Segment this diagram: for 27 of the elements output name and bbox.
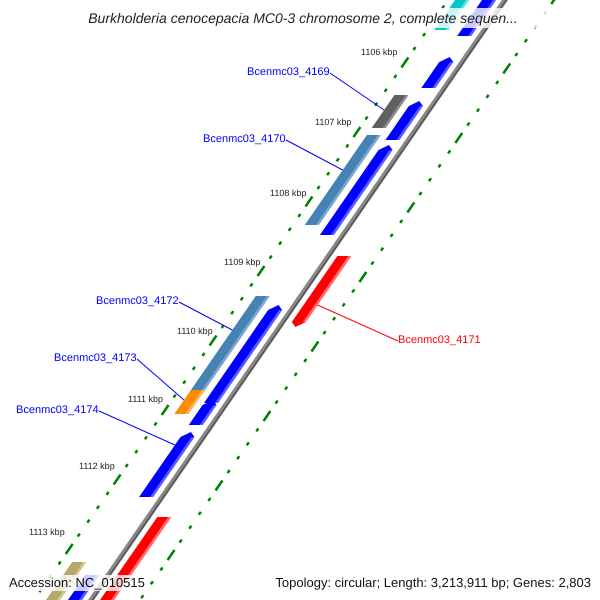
gene-label: Bcenmc03_4171 bbox=[398, 333, 481, 347]
gene-bar bbox=[292, 256, 352, 327]
gene-bar bbox=[139, 432, 194, 497]
position-label: 1106 kbp bbox=[361, 47, 398, 58]
gene-label: Bcenmc03_4174 bbox=[16, 403, 99, 417]
position-label: 1111 kbp bbox=[128, 394, 164, 405]
gene-bar bbox=[174, 390, 205, 414]
position-label: 1113 kbp bbox=[29, 527, 65, 538]
position-label: 1107 kbp bbox=[315, 117, 352, 128]
sequence-summary: Topology: circular; Length: 3,213,911 bp; Genes: 2,803 bbox=[275, 575, 591, 591]
position-label: 1110 kbp bbox=[177, 326, 213, 337]
accession-text: Accession: NC_010515 bbox=[9, 575, 145, 591]
position-label: 1108 kbp bbox=[270, 188, 306, 199]
gene-bar bbox=[372, 95, 408, 128]
gene-label: Bcenmc03_4169 bbox=[247, 65, 330, 79]
gene-label: Bcenmc03_4173 bbox=[54, 351, 137, 365]
leader-line bbox=[98, 410, 176, 446]
position-label: 1112 kbp bbox=[79, 461, 115, 472]
leader-line bbox=[178, 302, 233, 330]
gene-bar bbox=[304, 135, 381, 225]
leader-line bbox=[317, 304, 398, 342]
leader-line bbox=[286, 140, 344, 170]
gene-label: Bcenmc03_4172 bbox=[96, 294, 179, 308]
leader-line bbox=[330, 72, 385, 110]
leader-line bbox=[136, 358, 184, 400]
position-label: 1109 kbp bbox=[224, 257, 260, 268]
gene-label: Bcenmc03_4170 bbox=[203, 132, 286, 146]
